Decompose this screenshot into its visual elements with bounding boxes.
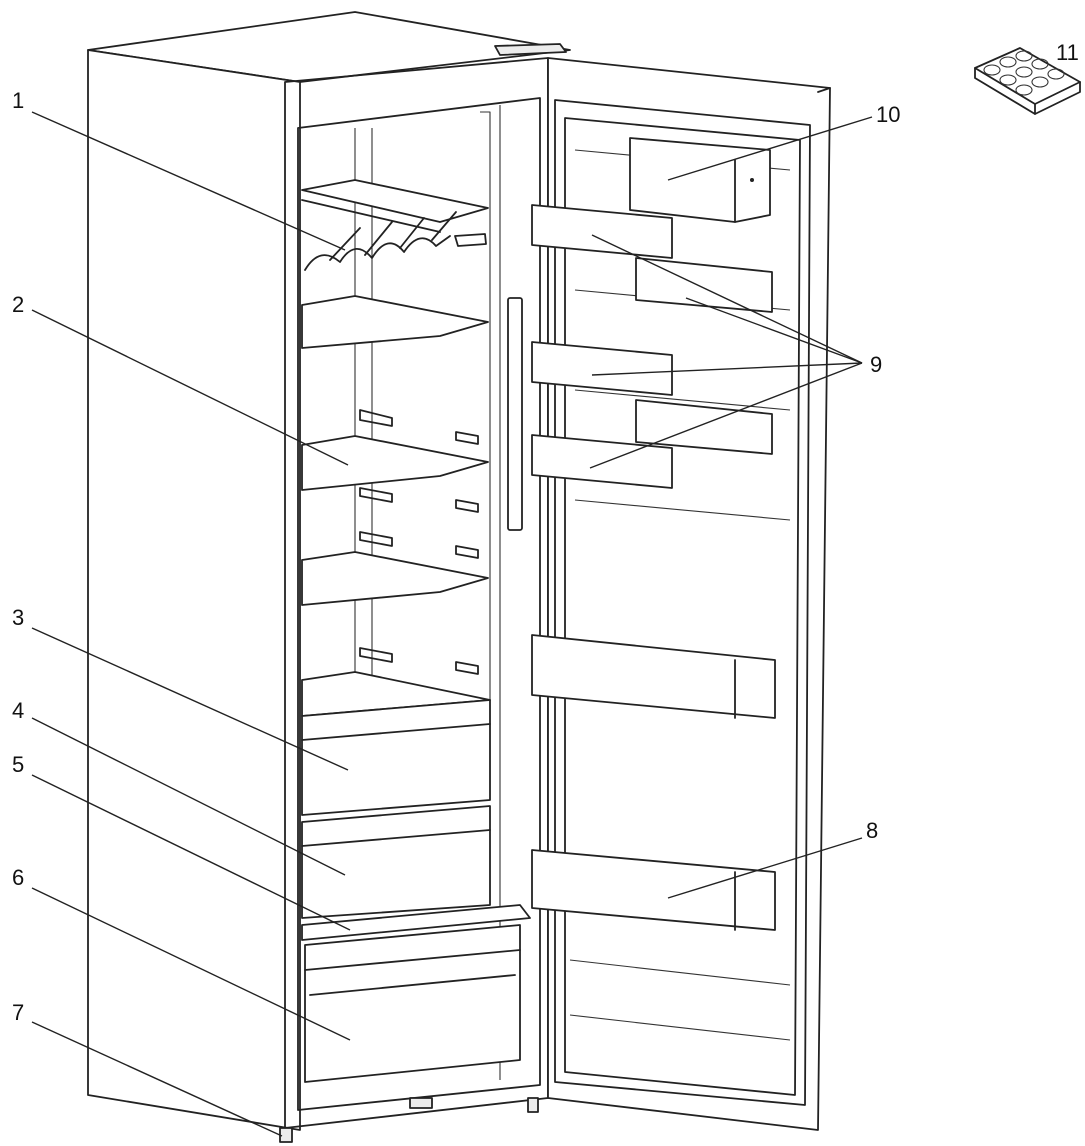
callout-6: 6 <box>12 865 24 890</box>
callout-7: 7 <box>12 1000 24 1025</box>
egg-tray <box>974 47 1081 115</box>
callout-9: 9 <box>870 352 882 377</box>
small-door-shelves <box>531 204 773 489</box>
callout-3: 3 <box>12 605 24 630</box>
callout-10: 10 <box>876 102 900 127</box>
leader-lines <box>31 111 873 1137</box>
glass-shelves <box>301 295 523 675</box>
wine-rack <box>301 179 489 271</box>
dairy-compartment <box>629 137 771 223</box>
callout-labels: 1 2 3 4 5 6 7 8 9 10 11 <box>12 40 1079 1025</box>
callout-5: 5 <box>12 752 24 777</box>
callout-4: 4 <box>12 698 24 723</box>
callout-11: 11 <box>1056 40 1079 65</box>
callout-8: 8 <box>866 818 878 843</box>
callout-1: 1 <box>12 88 24 113</box>
large-door-shelves <box>531 634 776 931</box>
callout-2: 2 <box>12 292 24 317</box>
crisper-drawers <box>301 671 491 919</box>
bottom-drawer <box>301 904 531 1083</box>
